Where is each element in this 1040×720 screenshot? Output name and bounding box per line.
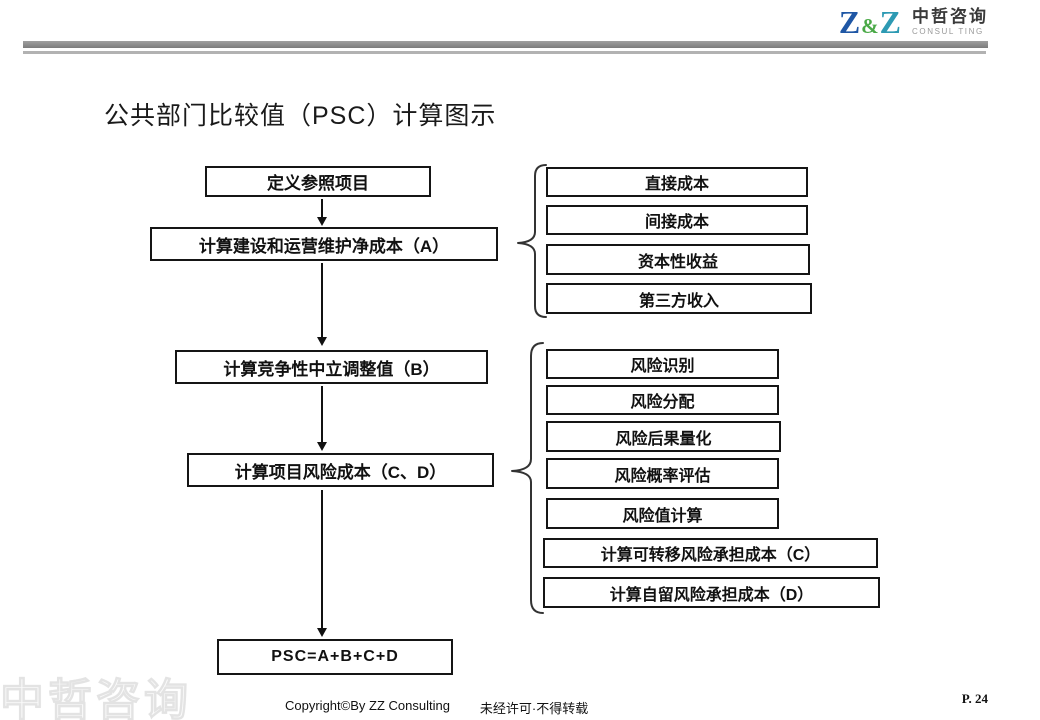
cost-item-capital-gain: 资本性收益 xyxy=(546,244,810,275)
risk-item-allocate: 风险分配 xyxy=(546,385,779,415)
page-number: P. 24 xyxy=(961,691,988,706)
watermark: 中哲咨询 xyxy=(0,676,192,720)
flow-arrow-down xyxy=(317,386,327,451)
no-reprint-notice: 未经许可·不得转载 xyxy=(479,701,589,716)
header-rule-thin xyxy=(23,51,986,54)
risk-item-probability: 风险概率评估 xyxy=(546,458,779,489)
page-title: 公共部门比较值（PSC）计算图示 xyxy=(104,102,497,130)
risk-item-value-calc: 风险值计算 xyxy=(546,498,779,529)
flow-arrow-down xyxy=(317,263,327,346)
curly-brace-icon xyxy=(511,342,544,614)
footer: Copyright©By ZZ Consulting 未经许可·不得转载 xyxy=(285,698,588,717)
curly-brace-icon xyxy=(517,164,547,318)
risk-item-quantify: 风险后果量化 xyxy=(546,421,781,452)
header-rule-thick xyxy=(23,41,988,48)
copyright-text: Copyright©By ZZ Consulting xyxy=(285,698,450,713)
flow-step-risk-cost-cd: 计算项目风险成本（C、D） xyxy=(187,453,494,487)
flow-step-net-cost-a: 计算建设和运营维护净成本（A） xyxy=(150,227,498,261)
logo-z-right: Z xyxy=(879,4,902,40)
cost-item-third-party: 第三方收入 xyxy=(546,283,812,314)
company-logo: Z&Z 中哲咨询 CONSUL TING xyxy=(839,6,988,38)
cost-item-direct: 直接成本 xyxy=(546,167,808,197)
flow-step-define-project: 定义参照项目 xyxy=(205,166,431,197)
logo-text: 中哲咨询 CONSUL TING xyxy=(912,7,988,36)
logo-z-left: Z xyxy=(838,4,862,40)
risk-item-retained-d: 计算自留风险承担成本（D） xyxy=(543,577,880,608)
flow-step-psc-formula: PSC=A+B+C+D xyxy=(217,639,453,675)
flow-arrow-down xyxy=(317,199,327,226)
logo-company-name-en: CONSUL TING xyxy=(912,26,984,36)
flow-arrow-down xyxy=(317,490,327,637)
logo-ampersand: & xyxy=(861,14,880,38)
cost-item-indirect: 间接成本 xyxy=(546,205,808,235)
risk-item-transferable-c: 计算可转移风险承担成本（C） xyxy=(543,538,878,568)
logo-zz-icon: Z&Z xyxy=(839,6,902,38)
risk-item-identify: 风险识别 xyxy=(546,349,779,379)
logo-company-name-cn: 中哲咨询 xyxy=(912,7,988,27)
flow-step-neutral-adjust-b: 计算竞争性中立调整值（B） xyxy=(175,350,488,384)
